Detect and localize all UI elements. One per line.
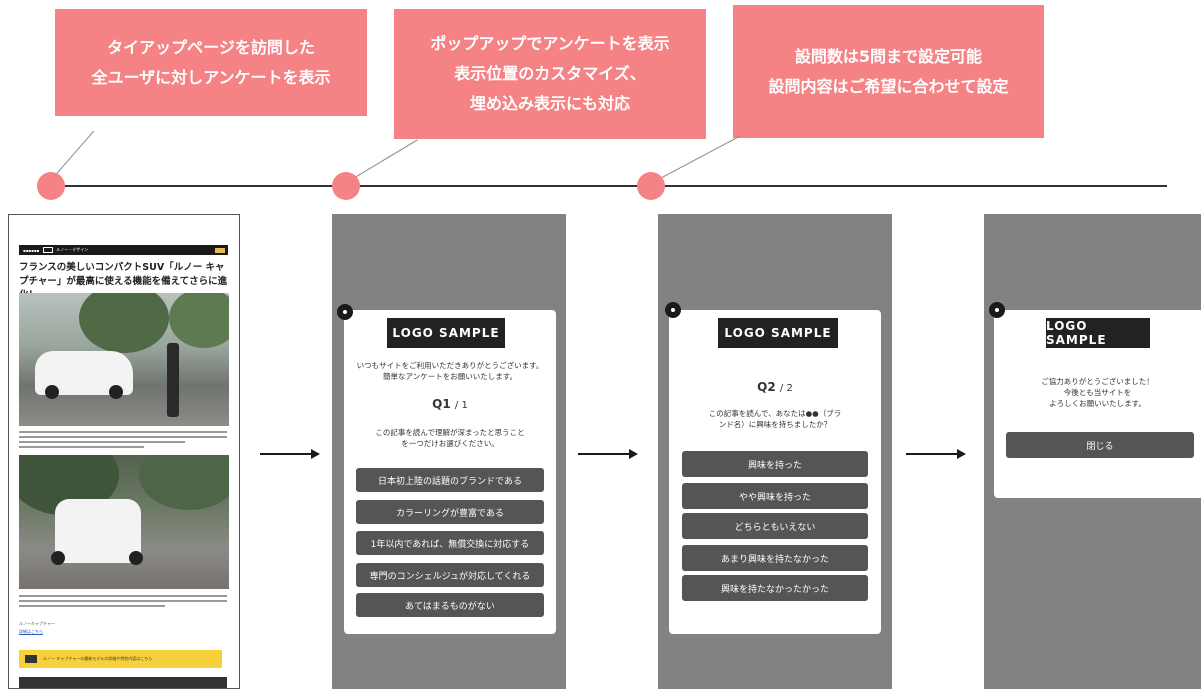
callout-1-line-1: タイアップページを訪問した [107, 37, 315, 57]
thanks-line-1: ご協力ありがとうございました！ [1041, 377, 1154, 386]
timeline-line [46, 185, 1167, 187]
article-screenshot: ▪▪▪▪▪▪ ルノー・デザイン フランスの美しいコンパクトSUV「ルノー キャプ… [8, 214, 240, 689]
answer-option-4[interactable]: あまり興味を持たなかった [682, 545, 868, 571]
tree-shape [139, 455, 229, 510]
question-number: Q1 / 1 [344, 397, 556, 411]
timeline-dot-3 [637, 172, 665, 200]
answer-option-2[interactable]: やや興味を持った [682, 483, 868, 509]
callout-2-line-2: 表示位置のカスタマイズ、 [454, 64, 646, 83]
close-icon[interactable] [337, 304, 353, 320]
callout-3-line-2: 設問内容はご希望に合わせて設定 [768, 76, 1009, 96]
tree-shape [169, 293, 229, 348]
car-wheel [45, 385, 59, 399]
question-line-1: この記事を読んで、あなたは●●（ブラ [708, 409, 842, 418]
answer-option-5[interactable]: 興味を持たなかったかった [682, 575, 868, 601]
arrow-right-icon [260, 449, 320, 459]
logo-sample: LOGO SAMPLE [387, 318, 505, 348]
timeline-dot-1 [37, 172, 65, 200]
tree-shape [79, 293, 169, 353]
car-wheel [129, 551, 143, 565]
article-banner[interactable]: ルノー キャプチャーの最新モデルの詳細や特別内容はこちら [19, 650, 222, 668]
logo-sample: LOGO SAMPLE [1046, 318, 1150, 348]
article-footer-link[interactable]: 詳細はこちら [19, 629, 43, 634]
survey-modal-q1: LOGO SAMPLE いつもサイトをご利用いただきありがとうございます。 簡単… [344, 310, 556, 634]
close-icon[interactable] [665, 302, 681, 318]
answer-option-3[interactable]: 1年以内であれば、無償交換に対応する [356, 531, 544, 555]
callout-2-line-1: ポップアップでアンケートを表示 [430, 34, 670, 53]
article-logo-icon [43, 247, 54, 253]
car-wheel [109, 385, 123, 399]
callout-2: ポップアップでアンケートを表示 表示位置のカスタマイズ、 埋め込み表示にも対応 [394, 9, 706, 139]
question-total: / 1 [454, 400, 468, 411]
answer-option-1[interactable]: 日本初上陸の話題のブランドである [356, 468, 544, 492]
article-body-text-2 [19, 595, 227, 610]
question-total: / 2 [779, 383, 793, 394]
question-line-2: を一つだけお選びください。 [401, 439, 499, 448]
callout-1: タイアップページを訪問した 全ユーザに対しアンケートを表示 [55, 9, 367, 116]
article-banner-text: ルノー キャプチャーの最新モデルの詳細や特別内容はこちら [43, 656, 153, 661]
answer-option-3[interactable]: どちらともいえない [682, 513, 868, 539]
survey-modal-q2: LOGO SAMPLE Q2 / 2 この記事を読んで、あなたは●●（ブラ ンド… [669, 310, 881, 634]
survey-panel-q1: LOGO SAMPLE いつもサイトをご利用いただきありがとうございます。 簡単… [332, 214, 566, 689]
article-photo-2 [19, 455, 229, 589]
callout-3-line-1: 設問数は5問まで設定可能 [794, 46, 983, 66]
leader-line-3 [660, 135, 740, 179]
leader-line-1 [54, 130, 95, 177]
leader-line-2 [353, 139, 418, 179]
survey-panel-thanks: LOGO SAMPLE ご協力ありがとうございました！ 今後とも当サイトを よろ… [984, 214, 1201, 689]
question-number: Q2 / 2 [669, 380, 881, 394]
logo-sample: LOGO SAMPLE [718, 318, 838, 348]
intro-line-2: 簡単なアンケートをお願いいたします。 [383, 372, 517, 381]
question-label: Q1 [432, 397, 451, 411]
timeline-dot-2 [332, 172, 360, 200]
answer-option-2[interactable]: カラーリングが豊富である [356, 500, 544, 524]
answer-option-4[interactable]: 専門のコンシェルジュが対応してくれる [356, 563, 544, 587]
person-figure [167, 343, 179, 417]
callout-2-line-3: 埋め込み表示にも対応 [469, 94, 630, 113]
car-icon [25, 655, 37, 663]
thanks-line-3: よろしくお願いいたします。 [1049, 399, 1146, 408]
thanks-line-2: 今後とも当サイトを [1063, 388, 1132, 397]
article-body-text-1 [19, 431, 227, 451]
callout-3: 設問数は5問まで設定可能 設問内容はご希望に合わせて設定 [733, 5, 1044, 138]
survey-panel-q2: LOGO SAMPLE Q2 / 2 この記事を読んで、あなたは●●（ブラ ンド… [658, 214, 892, 689]
intro-line-1: いつもサイトをご利用いただきありがとうございます。 [356, 361, 544, 370]
article-header: ▪▪▪▪▪▪ ルノー・デザイン [19, 245, 228, 255]
question-label: Q2 [757, 380, 776, 394]
article-footer-label: ルノーキャプチャー [19, 621, 55, 626]
close-button[interactable]: 閉じる [1006, 432, 1194, 458]
close-icon[interactable] [989, 302, 1005, 318]
menu-icon[interactable] [215, 247, 225, 253]
article-photo-1 [19, 293, 229, 426]
arrow-right-icon [578, 449, 638, 459]
question-line-2: ンド名）に興味を持ちましたか？ [718, 420, 832, 429]
article-bottom-strip [19, 677, 227, 688]
article-nav: ルノー・デザイン [56, 247, 89, 252]
callout-1-line-2: 全ユーザに対しアンケートを表示 [91, 67, 331, 87]
answer-option-1[interactable]: 興味を持った [682, 451, 868, 477]
survey-modal-thanks: LOGO SAMPLE ご協力ありがとうございました！ 今後とも当サイトを よろ… [994, 310, 1201, 498]
arrow-right-icon [906, 449, 966, 459]
answer-option-5[interactable]: あてはまるものがない [356, 593, 544, 617]
car-image [55, 499, 141, 563]
article-brand: ▪▪▪▪▪▪ [23, 247, 40, 253]
question-line-1: この記事を読んで理解が深まったと思うこと [375, 428, 525, 437]
car-wheel [51, 551, 65, 565]
